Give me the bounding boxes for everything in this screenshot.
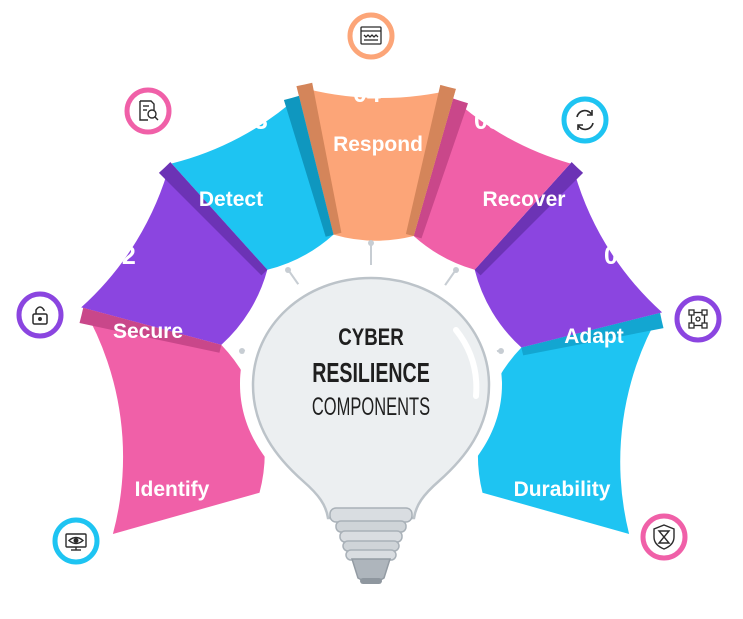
eye-monitor-icon <box>65 533 87 551</box>
badge-adapt[interactable] <box>674 295 722 343</box>
title-line-cyber: CYBER <box>338 324 404 351</box>
segment-label-secure: Secure <box>113 320 183 343</box>
segment-number-05: 05 <box>474 107 502 135</box>
lightbulb: CYBER RESILIENCE COMPONENTS <box>239 240 504 584</box>
badge-secure[interactable] <box>16 291 64 339</box>
badge-identify[interactable] <box>52 517 100 565</box>
magnifier-document-icon <box>139 100 159 121</box>
network-nodes-icon <box>688 309 708 329</box>
segment-adapt[interactable] <box>81 162 268 345</box>
segment-number-02: 02 <box>108 242 136 270</box>
segment-number-03: 03 <box>240 107 268 135</box>
segment-label-durability: Durability <box>514 478 611 501</box>
segment-detect[interactable] <box>413 98 571 270</box>
refresh-arrows-icon <box>576 109 594 131</box>
hourglass-shield-icon <box>653 524 675 550</box>
segment-label-identify: Identify <box>135 478 210 501</box>
bulb-base <box>329 507 413 584</box>
segment-durability[interactable] <box>79 307 265 534</box>
title-line-components: COMPONENTS <box>312 394 430 421</box>
badge-detect[interactable] <box>124 87 172 135</box>
terminal-window-icon <box>360 26 382 45</box>
segment-label-adapt: Adapt <box>564 325 624 348</box>
title-line-resilience: RESILIENCE <box>312 358 430 389</box>
badge-durability[interactable] <box>640 513 688 561</box>
segment-recover[interactable] <box>171 95 334 270</box>
padlock-icon <box>32 306 48 325</box>
segment-respond[interactable] <box>296 82 456 241</box>
badge-respond[interactable] <box>347 12 395 60</box>
segment-number-06: 06 <box>604 242 632 270</box>
segment-number-01: 01 <box>93 427 121 455</box>
segment-secure[interactable] <box>474 162 663 348</box>
segment-label-detect: Detect <box>199 188 263 211</box>
ring-segments <box>79 82 664 534</box>
segment-labels: Identify Secure Detect Respond Recover A… <box>113 133 624 501</box>
segment-number-04: 04 <box>353 80 381 108</box>
bulb-title: CYBER RESILIENCE COMPONENTS <box>312 324 430 421</box>
segment-number-07: 07 <box>622 427 650 455</box>
segment-identify[interactable] <box>477 312 664 534</box>
segment-label-recover: Recover <box>483 188 566 211</box>
segment-label-respond: Respond <box>333 133 423 156</box>
segment-numbers: 01 02 03 04 05 06 07 <box>93 80 650 455</box>
badge-recover[interactable] <box>561 96 609 144</box>
